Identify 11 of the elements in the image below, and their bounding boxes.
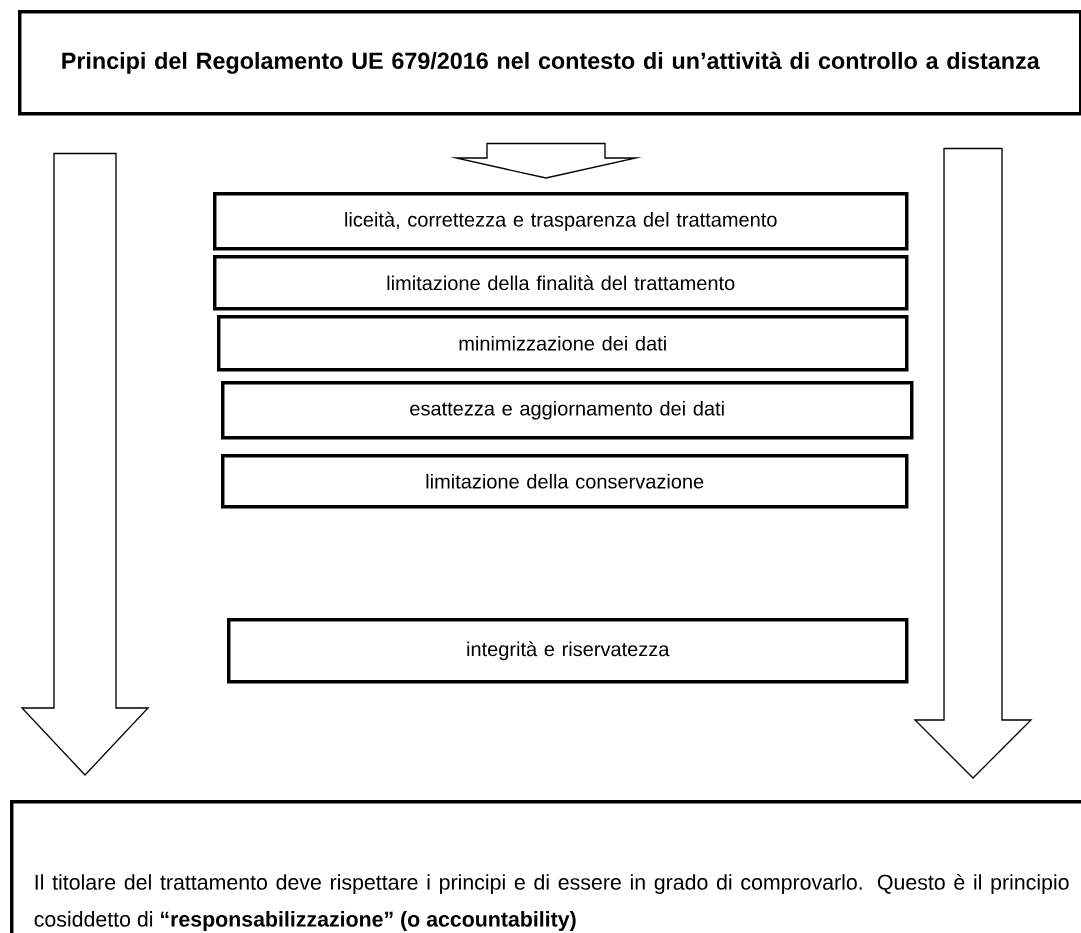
block-arrow	[913, 147, 1033, 779]
principle-box: minimizzazione dei dati	[217, 315, 909, 372]
principle-box: liceità, correttezza e trasparenza del trattamento	[213, 192, 909, 251]
principle-box: integrità e riservatezza	[227, 618, 909, 684]
principle-box: limitazione della conservazione	[221, 454, 909, 509]
text-box: Il titolare del trattamento deve rispettare i principi e di essere in grado di comprovarlo. Questo è il principio cosiddetto di “responsabilizzazione” (o accountability)	[10, 800, 1081, 933]
block-arrow	[449, 142, 643, 179]
principle-box: limitazione della finalità del trattamento	[213, 255, 909, 311]
title-box: Principi del Regolamento UE 679/2016 nel contesto di un’attività di controllo a distanza	[18, 10, 1081, 116]
principle-box: esattezza e aggiornamento dei dati	[221, 381, 914, 440]
block-arrow	[20, 152, 150, 776]
